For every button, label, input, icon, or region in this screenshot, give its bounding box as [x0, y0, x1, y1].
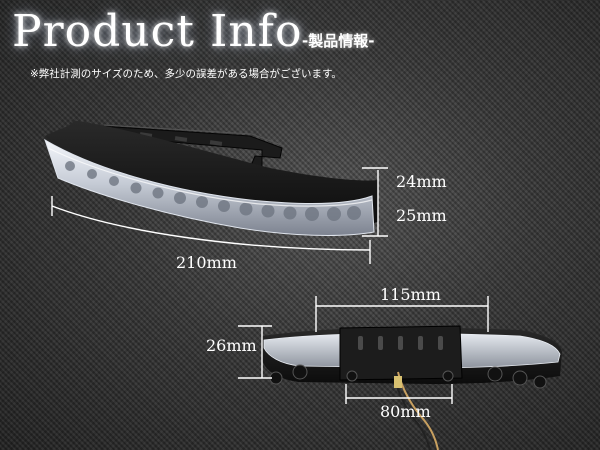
dimension-bracket-width: 115mm: [380, 285, 441, 304]
dimension-length: 210mm: [176, 253, 237, 272]
bottom-light-dimension-lines: [238, 296, 489, 404]
page-title: Product Info: [12, 6, 303, 57]
top-light-dimension-lines: [51, 167, 388, 264]
dimension-height-bottom: 25mm: [396, 206, 447, 225]
dimension-bracket-height: 26mm: [206, 336, 257, 355]
bottom-light: [262, 325, 562, 450]
measurement-note: ※弊社計測のサイズのため、多少の誤差がある場合がございます。: [30, 68, 342, 80]
top-light-housing: [44, 120, 378, 236]
dimension-mount-width: 80mm: [380, 402, 431, 421]
dimension-height-top: 24mm: [396, 172, 447, 191]
page-subtitle: -製品情報-: [302, 32, 375, 50]
